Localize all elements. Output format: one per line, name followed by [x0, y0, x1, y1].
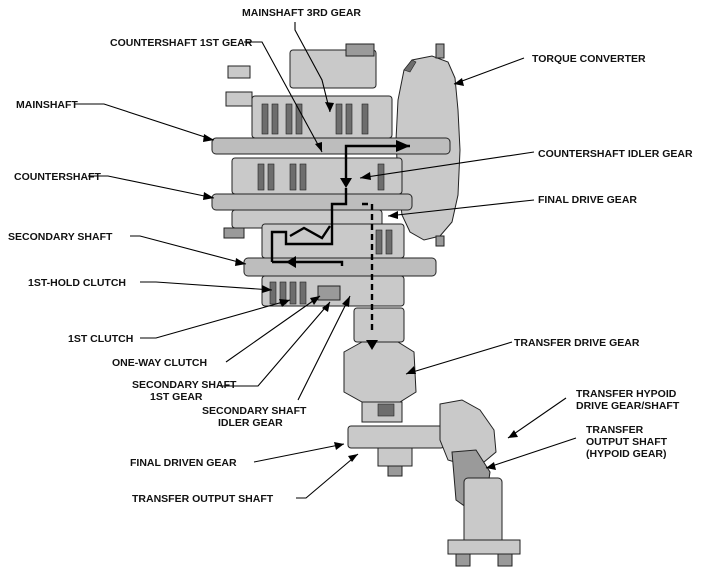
label-transfer-hypoid-line2: DRIVE GEAR/SHAFT — [576, 400, 680, 412]
transfer-output-shaft-body — [463, 477, 503, 551]
converter-stud — [435, 43, 445, 59]
top-small-gear — [227, 65, 251, 79]
mainshaft-body — [211, 137, 451, 155]
label-transfer-output-shaft: TRANSFER OUTPUT SHAFT — [132, 493, 274, 505]
output-flange-stud-1 — [455, 553, 471, 567]
label-transfer-hypoid-line1: TRANSFER HYPOID — [576, 388, 677, 400]
label-secondary-shaft-idler-line2: IDLER GEAR — [218, 417, 283, 429]
label-transfer-output-line1: TRANSFER — [586, 424, 644, 436]
label-transfer-drive-gear: TRANSFER DRIVE GEAR — [514, 337, 640, 349]
leader-secondary-shaft-1st-gear — [220, 301, 331, 387]
label-transfer-output-line2: OUTPUT SHAFT — [586, 436, 668, 448]
mainshaft-upper-hub — [345, 43, 375, 57]
transfer-upper-housing — [353, 307, 405, 343]
label-secondary-shaft-1st-gear-line2: 1ST GEAR — [150, 391, 203, 403]
label-one-way-clutch: ONE-WAY CLUTCH — [112, 357, 207, 369]
leader-lines — [74, 22, 577, 499]
leader-mainshaft-3rd-gear — [294, 22, 331, 113]
leader-arrowheads — [203, 78, 518, 470]
labels: MAINSHAFT 3RD GEAR COUNTERSHAFT 1ST GEAR… — [8, 7, 693, 505]
label-secondary-shaft: SECONDARY SHAFT — [8, 231, 113, 243]
leader-secondary-shaft — [130, 235, 247, 265]
transfer-output-flange — [447, 539, 521, 555]
label-mainshaft-3rd-gear: MAINSHAFT 3RD GEAR — [242, 7, 361, 19]
label-torque-converter: TORQUE CONVERTER — [532, 53, 646, 65]
output-flange-stud-2 — [497, 553, 513, 567]
label-secondary-shaft-idler-line1: SECONDARY SHAFT — [202, 405, 307, 417]
mainshaft-clutch-plates — [261, 103, 369, 135]
converter-edge — [403, 59, 417, 73]
countershaft-gear-pack — [231, 157, 403, 195]
countershaft-body — [211, 193, 413, 211]
leader-first-clutch — [140, 299, 291, 339]
label-secondary-shaft-1st-gear-line1: SECONDARY SHAFT — [132, 379, 237, 391]
leader-final-drive-gear — [387, 199, 535, 217]
leader-countershaft — [88, 175, 215, 199]
leader-transfer-hypoid — [507, 397, 567, 439]
final-driven-gear-body — [347, 425, 445, 449]
power-flow-path — [270, 140, 410, 350]
leader-final-driven-gear — [253, 443, 345, 463]
label-1st-clutch: 1ST CLUTCH — [68, 333, 133, 345]
leader-first-hold-clutch — [140, 281, 273, 291]
leader-transfer-drive-gear — [405, 341, 513, 375]
countershaft-clutch-plates — [257, 163, 385, 191]
leader-countershaft-1st-gear — [244, 41, 323, 153]
label-countershaft-idler-gear: COUNTERSHAFT IDLER GEAR — [538, 148, 693, 160]
countershaft-end-gear — [223, 227, 245, 239]
label-countershaft-1st-gear: COUNTERSHAFT 1ST GEAR — [110, 37, 253, 49]
leader-transfer-output-hypoid — [485, 437, 577, 469]
converter-stud-bottom — [435, 235, 445, 247]
top-small-gear-2 — [225, 91, 253, 107]
leader-transfer-output-shaft — [296, 453, 359, 499]
transfer-drive-gear-body — [343, 341, 417, 403]
leader-one-way-clutch — [225, 295, 321, 363]
leader-torque-converter — [453, 57, 525, 85]
one-way-clutch-part — [317, 285, 341, 301]
transfer-hypoid-housing — [439, 399, 497, 467]
label-countershaft: COUNTERSHAFT — [14, 171, 101, 183]
leader-secondary-shaft-idler-gear — [297, 295, 351, 401]
label-final-driven-gear: FINAL DRIVEN GEAR — [130, 457, 237, 469]
label-transfer-output-line3: (HYPOID GEAR) — [586, 448, 667, 460]
transmission-drawing — [211, 43, 521, 567]
final-driven-hub — [377, 447, 413, 467]
label-final-drive-gear: FINAL DRIVE GEAR — [538, 194, 637, 206]
leader-mainshaft — [74, 103, 215, 141]
label-mainshaft: MAINSHAFT — [16, 99, 78, 111]
leader-countershaft-idler-gear — [359, 151, 535, 179]
label-1st-hold-clutch: 1ST-HOLD CLUTCH — [28, 277, 126, 289]
final-driven-stub — [387, 465, 403, 477]
transfer-drive-teeth — [377, 403, 395, 417]
